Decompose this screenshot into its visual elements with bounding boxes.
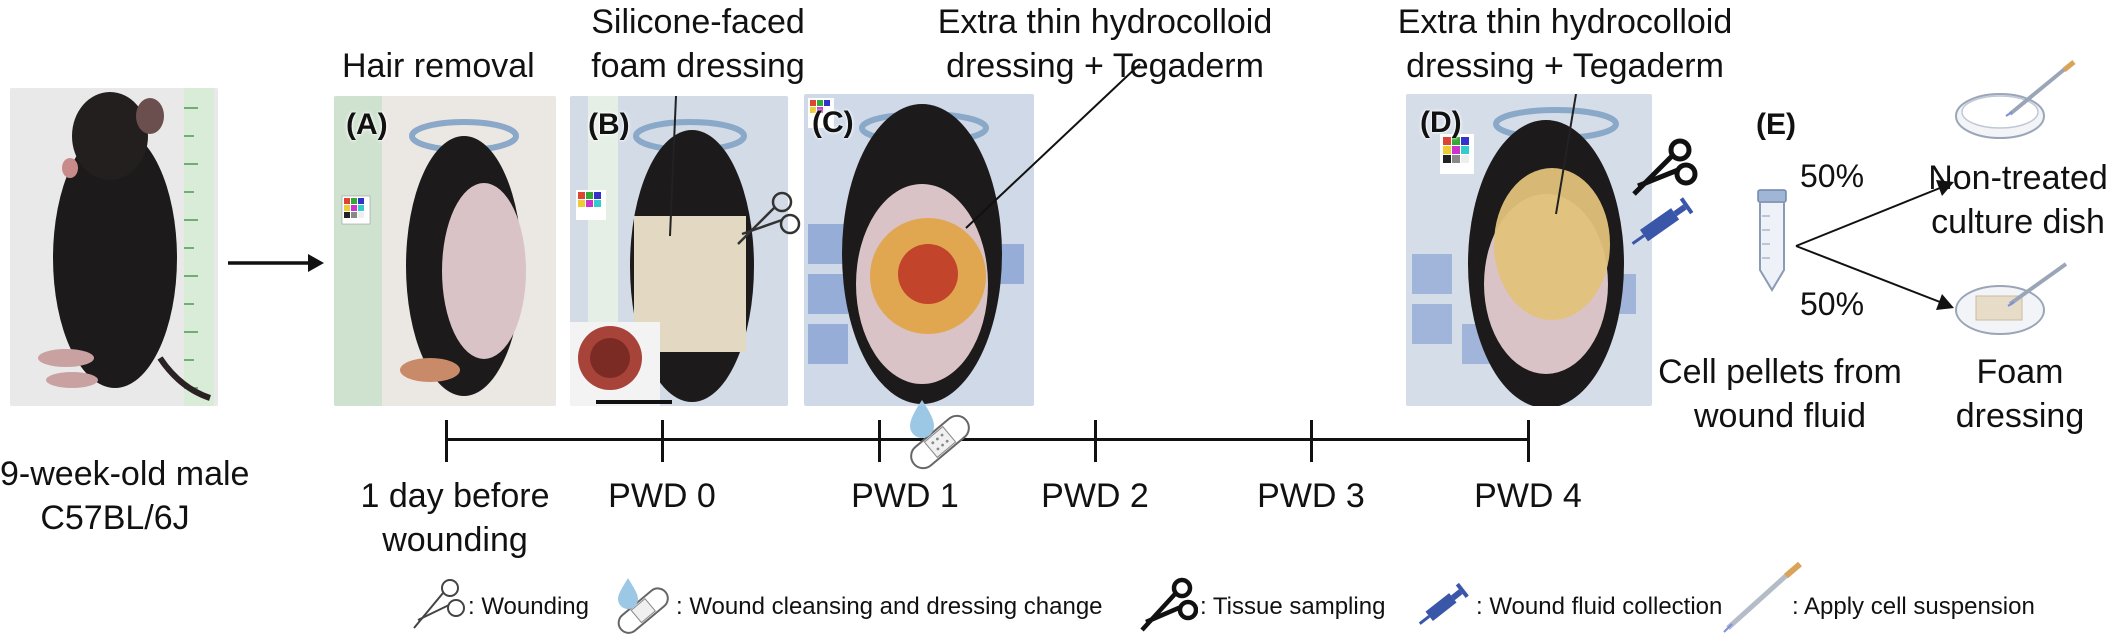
timeline-tick (1310, 420, 1313, 462)
timeline-label-4: PWD 3 (1257, 477, 1365, 515)
panel-b-photo (570, 96, 788, 406)
mouse-photo (10, 88, 218, 406)
legend-fluid: : Wound fluid collection (1476, 593, 1723, 620)
panel-a-letter: (A) (346, 108, 388, 141)
panel-e-pct-top: 50% (1800, 158, 1865, 194)
legend-sampling: : Tissue sampling (1200, 593, 1386, 620)
panel-d-photo (1406, 94, 1652, 406)
timeline-tick (445, 420, 448, 462)
timeline-tick (878, 420, 881, 462)
panel-d-title-line1: Extra thin hydrocolloid (1397, 3, 1733, 41)
timeline-tick (1094, 420, 1097, 462)
syringe-icon (1418, 582, 1469, 625)
panel-c-letter: (C) (812, 106, 854, 139)
panel-c-title-line2: dressing + Tegaderm (946, 47, 1264, 85)
panel-c-title-line1: Extra thin hydrocolloid (937, 3, 1273, 41)
timeline-tick (661, 420, 664, 462)
mouse-illustration (10, 88, 218, 406)
timeline-axis (446, 438, 1530, 441)
ruler-icon (334, 96, 382, 406)
panel-c-pointer (965, 63, 1141, 229)
scissors-icon (1140, 577, 1198, 632)
panel-e-target-top-line1: Non-treated (1928, 159, 2108, 197)
arrow-to-hair-removal (228, 254, 324, 272)
timeline-label-1: PWD 0 (608, 477, 716, 515)
panel-e-target-bottom-line1: Foam (1976, 353, 2064, 391)
wound-area (898, 244, 958, 304)
panel-b-title-line1: Silicone-faced (591, 3, 805, 41)
bandage-icon (617, 578, 669, 634)
timeline-tick (1527, 420, 1530, 462)
syringe-icon (1631, 197, 1694, 245)
panel-e-source-line2: wound fluid (1693, 397, 1866, 435)
bandage-icon (910, 400, 970, 470)
scissors-icon (737, 191, 801, 245)
panel-b-title-line2: foam dressing (591, 47, 805, 85)
tube-icon (1757, 189, 1787, 292)
timeline-label-0-line1: 1 day before (360, 477, 550, 515)
panel-e-target-top-line2: culture dish (1931, 203, 2105, 241)
scissors-icon (413, 579, 465, 629)
panel-a-photo (334, 96, 556, 406)
panel-e-letter: (E) (1756, 108, 1796, 141)
timeline-label-0-line2: wounding (382, 521, 528, 559)
legend-cleansing: : Wound cleansing and dressing change (676, 593, 1103, 620)
legend-wounding: : Wounding (468, 593, 589, 620)
timeline-label-3: PWD 2 (1041, 477, 1149, 515)
panel-d-letter: (D) (1420, 106, 1462, 139)
timeline-label-5: PWD 4 (1474, 477, 1582, 515)
legend-apply: : Apply cell suspension (1792, 593, 2035, 620)
timeline-label-2: PWD 1 (851, 477, 959, 515)
petri-dish-icon (1955, 262, 2068, 335)
hydrocolloid-dressing (1494, 168, 1610, 320)
pipette-icon (2008, 262, 2068, 306)
panel-c-photo (804, 94, 1034, 406)
panel-e-source-line1: Cell pellets from (1658, 353, 1902, 391)
pipette-icon (1723, 561, 1802, 633)
panel-e-target-bottom-line2: dressing (1955, 397, 2085, 435)
panel-d-title-line2: dressing + Tegaderm (1406, 47, 1724, 85)
panel-a-title: Hair removal (342, 47, 535, 85)
pipette-icon (2008, 66, 2068, 116)
split-arrows (1795, 180, 1954, 310)
scissors-icon (1632, 138, 1698, 196)
panel-e-pct-bottom: 50% (1800, 286, 1865, 322)
panel-b-letter: (B) (588, 108, 630, 141)
mouse-caption-line2: C57BL/6J (40, 499, 190, 537)
mouse-caption-line1: 9-week-old male (0, 455, 250, 493)
petri-dish-icon (1955, 60, 2076, 139)
